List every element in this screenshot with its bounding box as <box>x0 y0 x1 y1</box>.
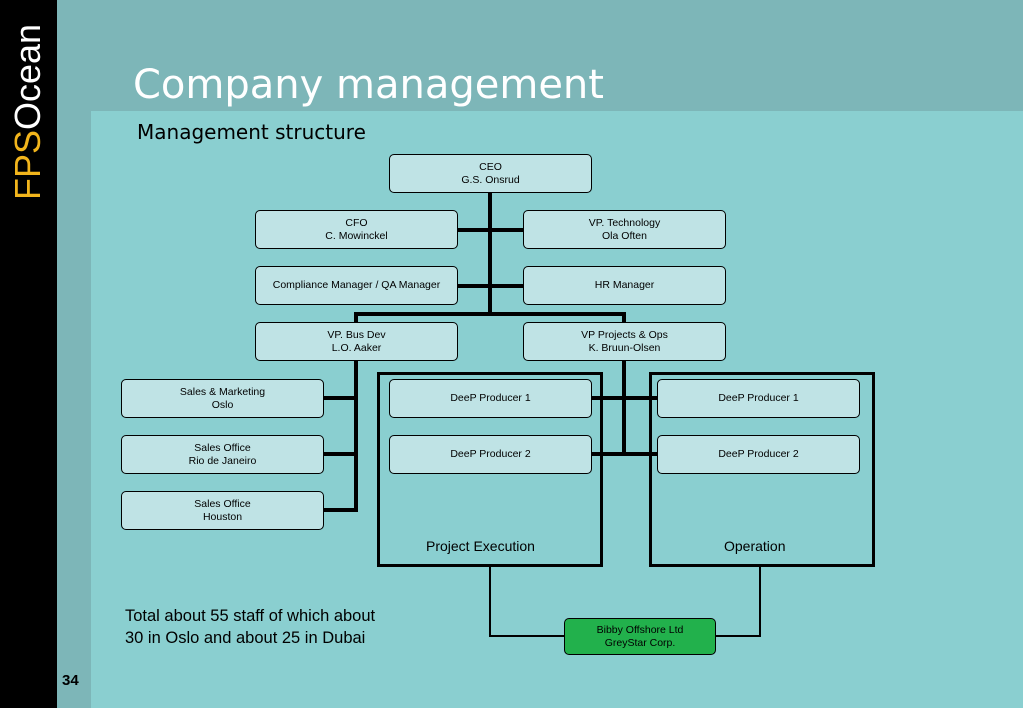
cfo-box: CFO C. Mowinckel <box>255 210 458 249</box>
vp-bus-dev-name: L.O. Aaker <box>331 341 382 354</box>
pe-producer2-label: DeeP Producer 2 <box>450 448 531 460</box>
compliance-title: Compliance Manager / QA Manager <box>272 279 441 291</box>
compliance-box: Compliance Manager / QA Manager <box>255 266 458 305</box>
cfo-title: CFO <box>345 216 368 229</box>
project-execution-frame <box>377 372 603 567</box>
operation-connector <box>715 566 761 637</box>
op-producer2-box: DeeP Producer 2 <box>657 435 860 474</box>
sales-marketing-box: Sales & Marketing Oslo <box>121 379 324 418</box>
pe-producer1-label: DeeP Producer 1 <box>450 392 531 404</box>
operation-frame <box>649 372 875 567</box>
vp-bus-dev-box: VP. Bus Dev L.O. Aaker <box>255 322 458 361</box>
cfo-name: C. Mowinckel <box>325 229 388 242</box>
operation-label: Operation <box>724 538 786 554</box>
ceo-box: CEO G.S. Onsrud <box>389 154 592 193</box>
header-band <box>91 0 1023 111</box>
page-number: 34 <box>62 672 79 689</box>
page-subtitle: Management structure <box>137 120 366 144</box>
hr-title: HR Manager <box>594 279 655 291</box>
op-producer2-label: DeeP Producer 2 <box>718 448 799 460</box>
sidebar: FPSOcean <box>0 0 57 708</box>
side-band <box>57 0 91 708</box>
ceo-name: G.S. Onsrud <box>461 173 520 186</box>
staff-note-line1: Total about 55 staff of which about <box>125 607 376 625</box>
vp-projects-title: VP Projects & Ops <box>581 328 668 341</box>
ceo-title: CEO <box>479 160 502 173</box>
pe-producer2-box: DeeP Producer 2 <box>389 435 592 474</box>
partner-connector <box>489 566 566 637</box>
sales-rio-location: Rio de Janeiro <box>188 454 257 467</box>
sales-houston-box: Sales Office Houston <box>121 491 324 530</box>
op-producer1-box: DeeP Producer 1 <box>657 379 860 418</box>
sales-rio-box: Sales Office Rio de Janeiro <box>121 435 324 474</box>
vp-projects-name: K. Bruun-Olsen <box>588 341 661 354</box>
pe-producer1-box: DeeP Producer 1 <box>389 379 592 418</box>
vp-technology-name: Ola Often <box>602 229 647 242</box>
vp-bus-dev-title: VP. Bus Dev <box>327 328 386 341</box>
staff-note-line2: 30 in Oslo and about 25 in Dubai <box>125 629 366 647</box>
sales-houston-location: Houston <box>202 510 243 523</box>
sales-houston-title: Sales Office <box>194 497 251 510</box>
page-title: Company management <box>133 62 604 108</box>
staff-note: Total about 55 staff of which about 30 i… <box>125 605 375 649</box>
partner-box: Bibby Offshore Ltd GreyStar Corp. <box>564 618 716 655</box>
vp-technology-box: VP. Technology Ola Often <box>523 210 726 249</box>
hr-box: HR Manager <box>523 266 726 305</box>
sales-marketing-location: Oslo <box>211 398 234 411</box>
partner-line2: GreyStar Corp. <box>604 636 676 649</box>
partner-line1: Bibby Offshore Ltd <box>596 623 684 636</box>
vp-projects-box: VP Projects & Ops K. Bruun-Olsen <box>523 322 726 361</box>
sales-rio-title: Sales Office <box>194 441 251 454</box>
sales-marketing-title: Sales & Marketing <box>179 385 266 398</box>
vp-technology-title: VP. Technology <box>588 216 661 229</box>
project-execution-label: Project Execution <box>426 538 535 554</box>
op-producer1-label: DeeP Producer 1 <box>718 392 799 404</box>
